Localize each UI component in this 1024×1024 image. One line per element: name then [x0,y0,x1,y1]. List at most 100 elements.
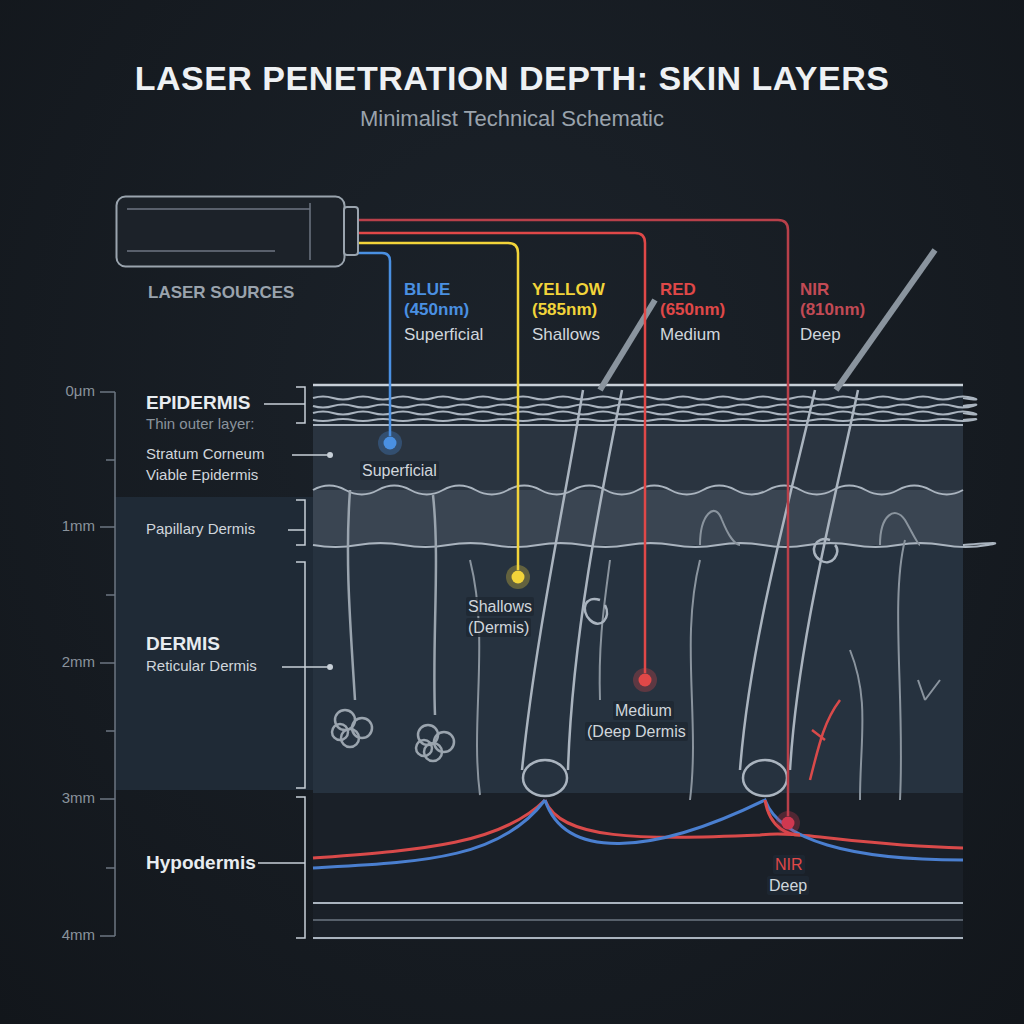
illustration-stroke [296,387,305,423]
illustration-stroke [332,724,348,740]
illustration-stroke [357,243,518,570]
illustration-stroke [357,253,390,436]
beam-name: BLUE [404,280,450,300]
illustration-stroke [313,490,963,545]
illustration-stroke [740,390,815,770]
illustration-stroke [506,565,530,589]
illustration-stroke [313,424,963,426]
depth-callout: Deep [767,876,809,895]
beam-depth: Medium [660,325,720,345]
depth-callout: Superficial [360,461,439,480]
beam-wavelength: (585nm) [532,300,597,320]
illustration-stroke [433,495,436,715]
illustration-stroke [836,250,935,390]
illustration-stroke [700,511,740,545]
illustration-stroke [743,760,787,796]
illustration-stroke [782,817,795,830]
beam-name: NIR [800,280,829,300]
scale-depth: 0μm [66,382,95,400]
illustration-stroke [327,452,333,458]
illustration-stroke [918,680,940,700]
illustration-stroke [327,664,333,670]
illustration-stroke [115,497,313,790]
illustration-stroke [100,662,115,664]
illustration-stroke [258,862,305,864]
illustration-stroke [313,425,963,495]
scale-depth: 2mm [62,653,95,671]
illustration-stroke [690,560,700,800]
illustration-stroke [352,718,372,738]
layer-label: Reticular Dermis [146,657,257,675]
illustration-stroke [600,560,610,700]
illustration-stroke [117,197,345,267]
illustration-stroke [313,486,963,495]
illustration-stroke [814,539,837,562]
layer-label: Stratum Corneum [146,445,264,463]
illustration-stroke [776,811,800,835]
illustration-stroke [309,203,311,260]
beam-name: RED [660,280,696,300]
beam-wavelength: (810nm) [800,300,865,320]
scale-depth: 3mm [62,789,95,807]
illustration-stroke [633,668,657,692]
illustration-stroke [100,935,115,937]
illustration-stroke [100,392,115,936]
illustration-stroke [313,384,963,387]
illustration-stroke [106,459,115,461]
scale-depth: 4mm [62,926,95,944]
layer-label: EPIDERMIS [146,392,251,415]
illustration-stroke [880,513,920,545]
illustration-stroke [850,650,863,800]
layer-label: Papillary Dermis [146,520,255,538]
illustration-stroke [313,385,963,940]
illustration-stroke [585,599,607,624]
beam-name: YELLOW [532,280,605,300]
caption: Minimalist Technical Schematic [0,106,1024,132]
layer-label: Hypodermis [146,852,256,875]
illustration-stroke [313,800,963,858]
laser-device: LASER SOURCES [115,195,360,270]
illustration-stroke [434,732,454,752]
illustration-stroke [313,937,963,939]
beam-depth: Deep [800,325,841,345]
illustration-stroke [348,490,355,700]
depth-callout: Medium [613,701,674,720]
illustration-stroke [512,571,525,584]
illustration-stroke [378,431,402,455]
illustration-stroke [424,743,442,761]
illustration-stroke [384,437,397,450]
beam-wavelength: (650nm) [660,300,725,320]
illustration-stroke [296,797,305,938]
illustration-stroke [106,867,115,869]
illustration-stroke [106,730,115,732]
illustration-stroke [313,919,963,921]
scale-depth: 1mm [62,517,95,535]
illustration-stroke [264,403,305,405]
illustration-stroke [296,562,305,788]
layer-label: Viable Epidermis [146,466,258,484]
illustration-stroke [127,209,310,251]
illustration-stroke [114,392,116,936]
device-label: LASER SOURCES [148,283,294,303]
illustration-stroke [313,902,963,904]
illustration-stroke [344,207,358,255]
illustration-stroke [600,300,655,390]
illustration-stroke [416,740,432,756]
depth-callout: NIR [773,855,805,874]
illustration-stroke [258,387,327,938]
illustration-stroke [522,390,583,770]
illustration-stroke [898,540,905,800]
illustration-stroke [357,220,788,816]
illustration-stroke [810,700,840,780]
illustration-stroke [313,543,995,547]
beam-wavelength: (450nm) [404,300,469,320]
illustration-stroke [288,529,305,531]
depth-callout: (Dermis) [466,618,531,637]
illustration-stroke [332,490,454,761]
illustration-stroke [313,800,963,868]
illustration-stroke [106,594,115,596]
illustration-stroke [292,454,327,456]
illustration-stroke [100,391,115,393]
illustration-stroke [100,526,115,528]
